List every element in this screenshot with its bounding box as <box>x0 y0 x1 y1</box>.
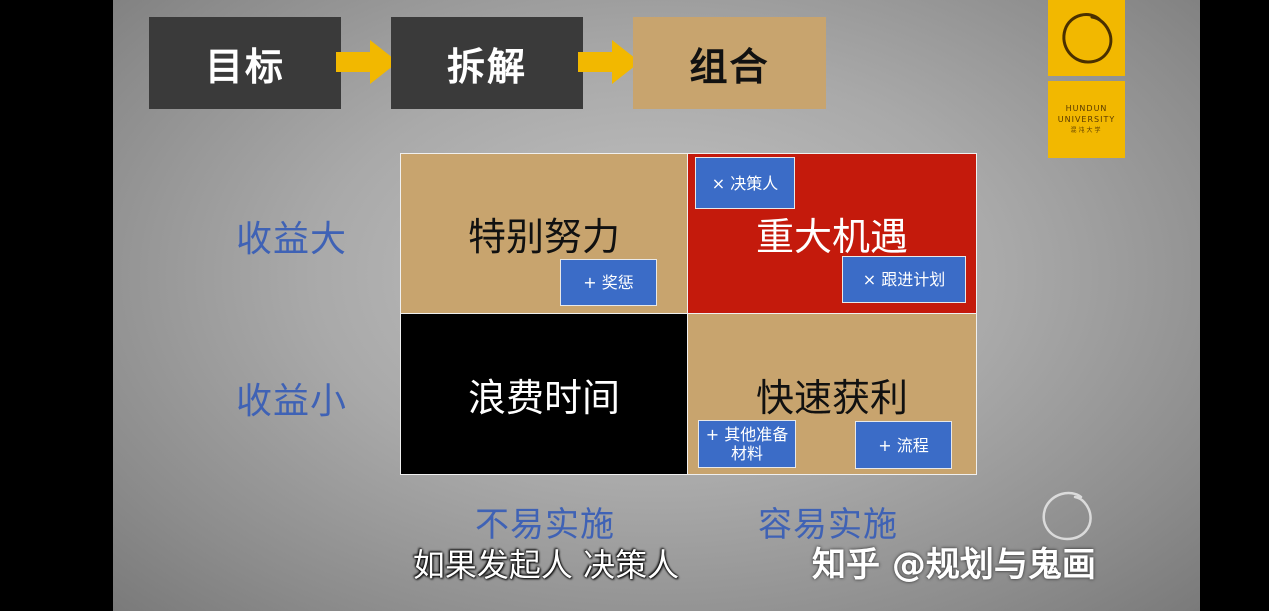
arrow-right-icon <box>578 40 640 84</box>
logo-mark <box>1048 0 1125 76</box>
flow-step-label: 组合 <box>689 44 770 89</box>
quadrant-label: 快速获利 <box>755 375 908 420</box>
tag-decider: × 决策人 <box>695 157 795 209</box>
video-subtitle: 如果发起人 决策人 <box>412 546 680 584</box>
quadrant-label: 特别努力 <box>467 215 620 259</box>
tag-other-materials: + 其他准备 材料 <box>698 420 796 468</box>
flow-step-combine: 组合 <box>633 17 826 109</box>
tag-process: + 流程 <box>855 421 952 469</box>
logo-text: HUNDUN UNIVERSITY 混沌大学 <box>1048 81 1125 158</box>
logo-line-3: 混沌大学 <box>1070 127 1103 134</box>
zhihu-watermark: 知乎 @规划与鬼画 <box>812 545 1096 585</box>
ring-watermark-icon <box>1042 491 1092 541</box>
quadrant-label: 浪费时间 <box>467 375 620 420</box>
tag-reward: + 奖惩 <box>560 259 657 306</box>
flow-step-label: 目标 <box>204 44 285 89</box>
tag-line: + 其他准备 <box>705 425 789 444</box>
quadrant-label: 重大机遇 <box>755 215 908 259</box>
flow-step-label: 拆解 <box>446 44 527 89</box>
hundun-logo: HUNDUN UNIVERSITY 混沌大学 <box>1048 0 1125 158</box>
col-label-hard: 不易实施 <box>475 505 615 545</box>
arrow-right-icon <box>336 40 398 84</box>
quadrant-waste-time: 浪费时间 <box>401 314 688 474</box>
logo-line-1: HUNDUN <box>1065 104 1108 113</box>
slide: 目标 拆解 组合 HUNDUN UNIVERSITY 混沌大学 收益大 收益小 … <box>113 0 1200 611</box>
col-label-easy: 容易实施 <box>758 505 898 545</box>
tag-follow-up-plan: × 跟进计划 <box>842 256 966 303</box>
flow-step-decompose: 拆解 <box>391 17 583 109</box>
flow-step-goal: 目标 <box>149 17 341 109</box>
tag-line: 材料 <box>730 444 763 463</box>
logo-line-2: UNIVERSITY <box>1057 115 1116 124</box>
row-label-high-benefit: 收益大 <box>236 219 348 260</box>
ring-icon <box>1062 13 1113 64</box>
row-label-low-benefit: 收益小 <box>236 381 348 422</box>
